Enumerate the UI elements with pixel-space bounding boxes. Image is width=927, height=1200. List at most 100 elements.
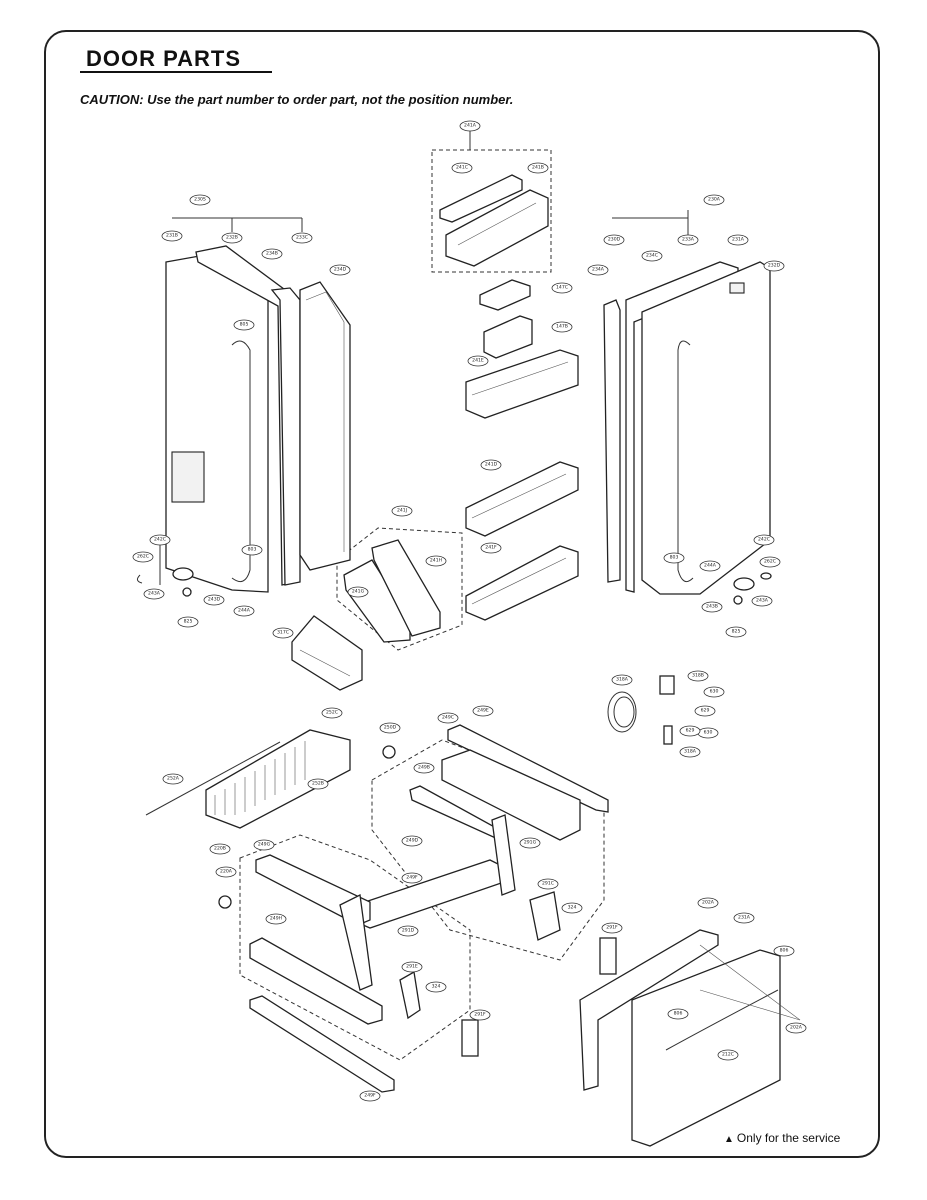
svg-text:291F: 291F [474, 1012, 486, 1018]
svg-text:291C: 291C [542, 881, 554, 887]
callout: 234C [641, 250, 663, 262]
svg-text:230D: 230D [608, 237, 621, 243]
callout: 803 [241, 544, 263, 556]
callout: 249C [437, 712, 459, 724]
svg-text:318B: 318B [692, 673, 704, 679]
callout: 243A [751, 595, 773, 607]
callout: 291G [519, 837, 541, 849]
callout: 249F [401, 872, 423, 884]
callout: 220B [209, 843, 231, 855]
callout: 244A [233, 605, 255, 617]
svg-text:803: 803 [248, 547, 257, 553]
callout: 249D [401, 835, 423, 847]
callout: 241D [480, 459, 502, 471]
callout: 202A [785, 1022, 807, 1034]
callout: 230D [603, 234, 625, 246]
callout: 317C [272, 627, 294, 639]
svg-text:249C: 249C [442, 715, 454, 721]
callout: 262C [132, 551, 154, 563]
left-door [159, 217, 351, 593]
callout: 233A [677, 234, 699, 246]
callout: 249G [253, 839, 275, 851]
callout: 249E [472, 705, 494, 717]
svg-text:241J: 241J [397, 508, 407, 514]
callout: 243B [701, 601, 723, 613]
svg-text:242C: 242C [758, 537, 770, 543]
svg-text:318A: 318A [616, 677, 629, 683]
svg-text:231A: 231A [732, 237, 745, 243]
callout: 252B [307, 778, 329, 790]
bin-241J-group [336, 527, 463, 651]
callout: 291E [401, 961, 423, 973]
svg-text:629: 629 [701, 708, 710, 714]
callout: 241A [459, 120, 481, 132]
callout: 262C [759, 556, 781, 568]
callout: 629 [679, 725, 701, 737]
svg-text:291E: 291E [406, 964, 418, 970]
svg-text:324: 324 [432, 984, 441, 990]
svg-text:220A: 220A [220, 869, 233, 875]
callout: 249F [359, 1090, 381, 1102]
svg-text:241H: 241H [430, 558, 442, 564]
svg-text:291G: 291G [524, 840, 537, 846]
svg-text:244A: 244A [704, 563, 717, 569]
svg-text:825: 825 [184, 619, 193, 625]
svg-text:244A: 244A [238, 608, 251, 614]
svg-text:317C: 317C [277, 630, 289, 636]
triangle-icon: ▲ [724, 1134, 734, 1145]
svg-text:241A: 241A [464, 123, 477, 129]
callout: 232D [763, 260, 785, 272]
svg-text:291D: 291D [402, 928, 415, 934]
callout: 233C [291, 232, 313, 244]
callout: 234A [587, 264, 609, 276]
svg-text:212C: 212C [722, 1052, 734, 1058]
callout: 250D [379, 722, 401, 734]
svg-text:252A: 252A [167, 776, 180, 782]
callout: 241G [347, 586, 369, 598]
callout: 806 [773, 945, 795, 957]
svg-text:318A: 318A [684, 749, 697, 755]
callout: 231A [733, 912, 755, 924]
svg-text:241F: 241F [485, 545, 497, 551]
callout: 234B [261, 248, 283, 260]
svg-text:249F: 249F [364, 1093, 376, 1099]
svg-text:252B: 252B [312, 781, 324, 787]
callout: 318A [611, 674, 633, 686]
svg-text:630: 630 [704, 730, 713, 736]
freezer-drawer-front [579, 929, 801, 1147]
svg-text:233A: 233A [682, 237, 695, 243]
title-underline [80, 71, 272, 73]
callout: 242C [753, 534, 775, 546]
page-title: DOOR PARTS [86, 46, 242, 71]
callout: 242C [149, 534, 171, 546]
left-hinge-parts [136, 567, 194, 597]
svg-text:234D: 234D [334, 267, 347, 273]
callout: 318A [679, 746, 701, 758]
svg-text:147C: 147C [556, 285, 568, 291]
svg-text:230A: 230A [708, 197, 721, 203]
svg-text:249F: 249F [406, 875, 418, 881]
svg-text:241D: 241D [485, 462, 498, 468]
callout: 249H [265, 913, 287, 925]
center-bins [465, 279, 579, 621]
callout: 243A [143, 588, 165, 600]
svg-text:629: 629 [686, 728, 695, 734]
basket-252C [145, 729, 351, 829]
svg-text:243B: 243B [706, 604, 718, 610]
svg-text:249E: 249E [477, 708, 489, 714]
small-round-parts [218, 745, 396, 909]
svg-text:220B: 220B [214, 846, 226, 852]
svg-text:630: 630 [710, 689, 719, 695]
callout: 234D [329, 264, 351, 276]
callout: 249B [413, 762, 435, 774]
right-door [603, 210, 771, 595]
svg-text:234B: 234B [266, 251, 278, 257]
svg-text:241B: 241B [532, 165, 544, 171]
callout: 291F [601, 922, 623, 934]
callout: 241F [480, 542, 502, 554]
callout: 805 [233, 319, 255, 331]
callout: 806 [667, 1008, 689, 1020]
part-317C [291, 615, 363, 691]
svg-text:262C: 262C [137, 554, 149, 560]
